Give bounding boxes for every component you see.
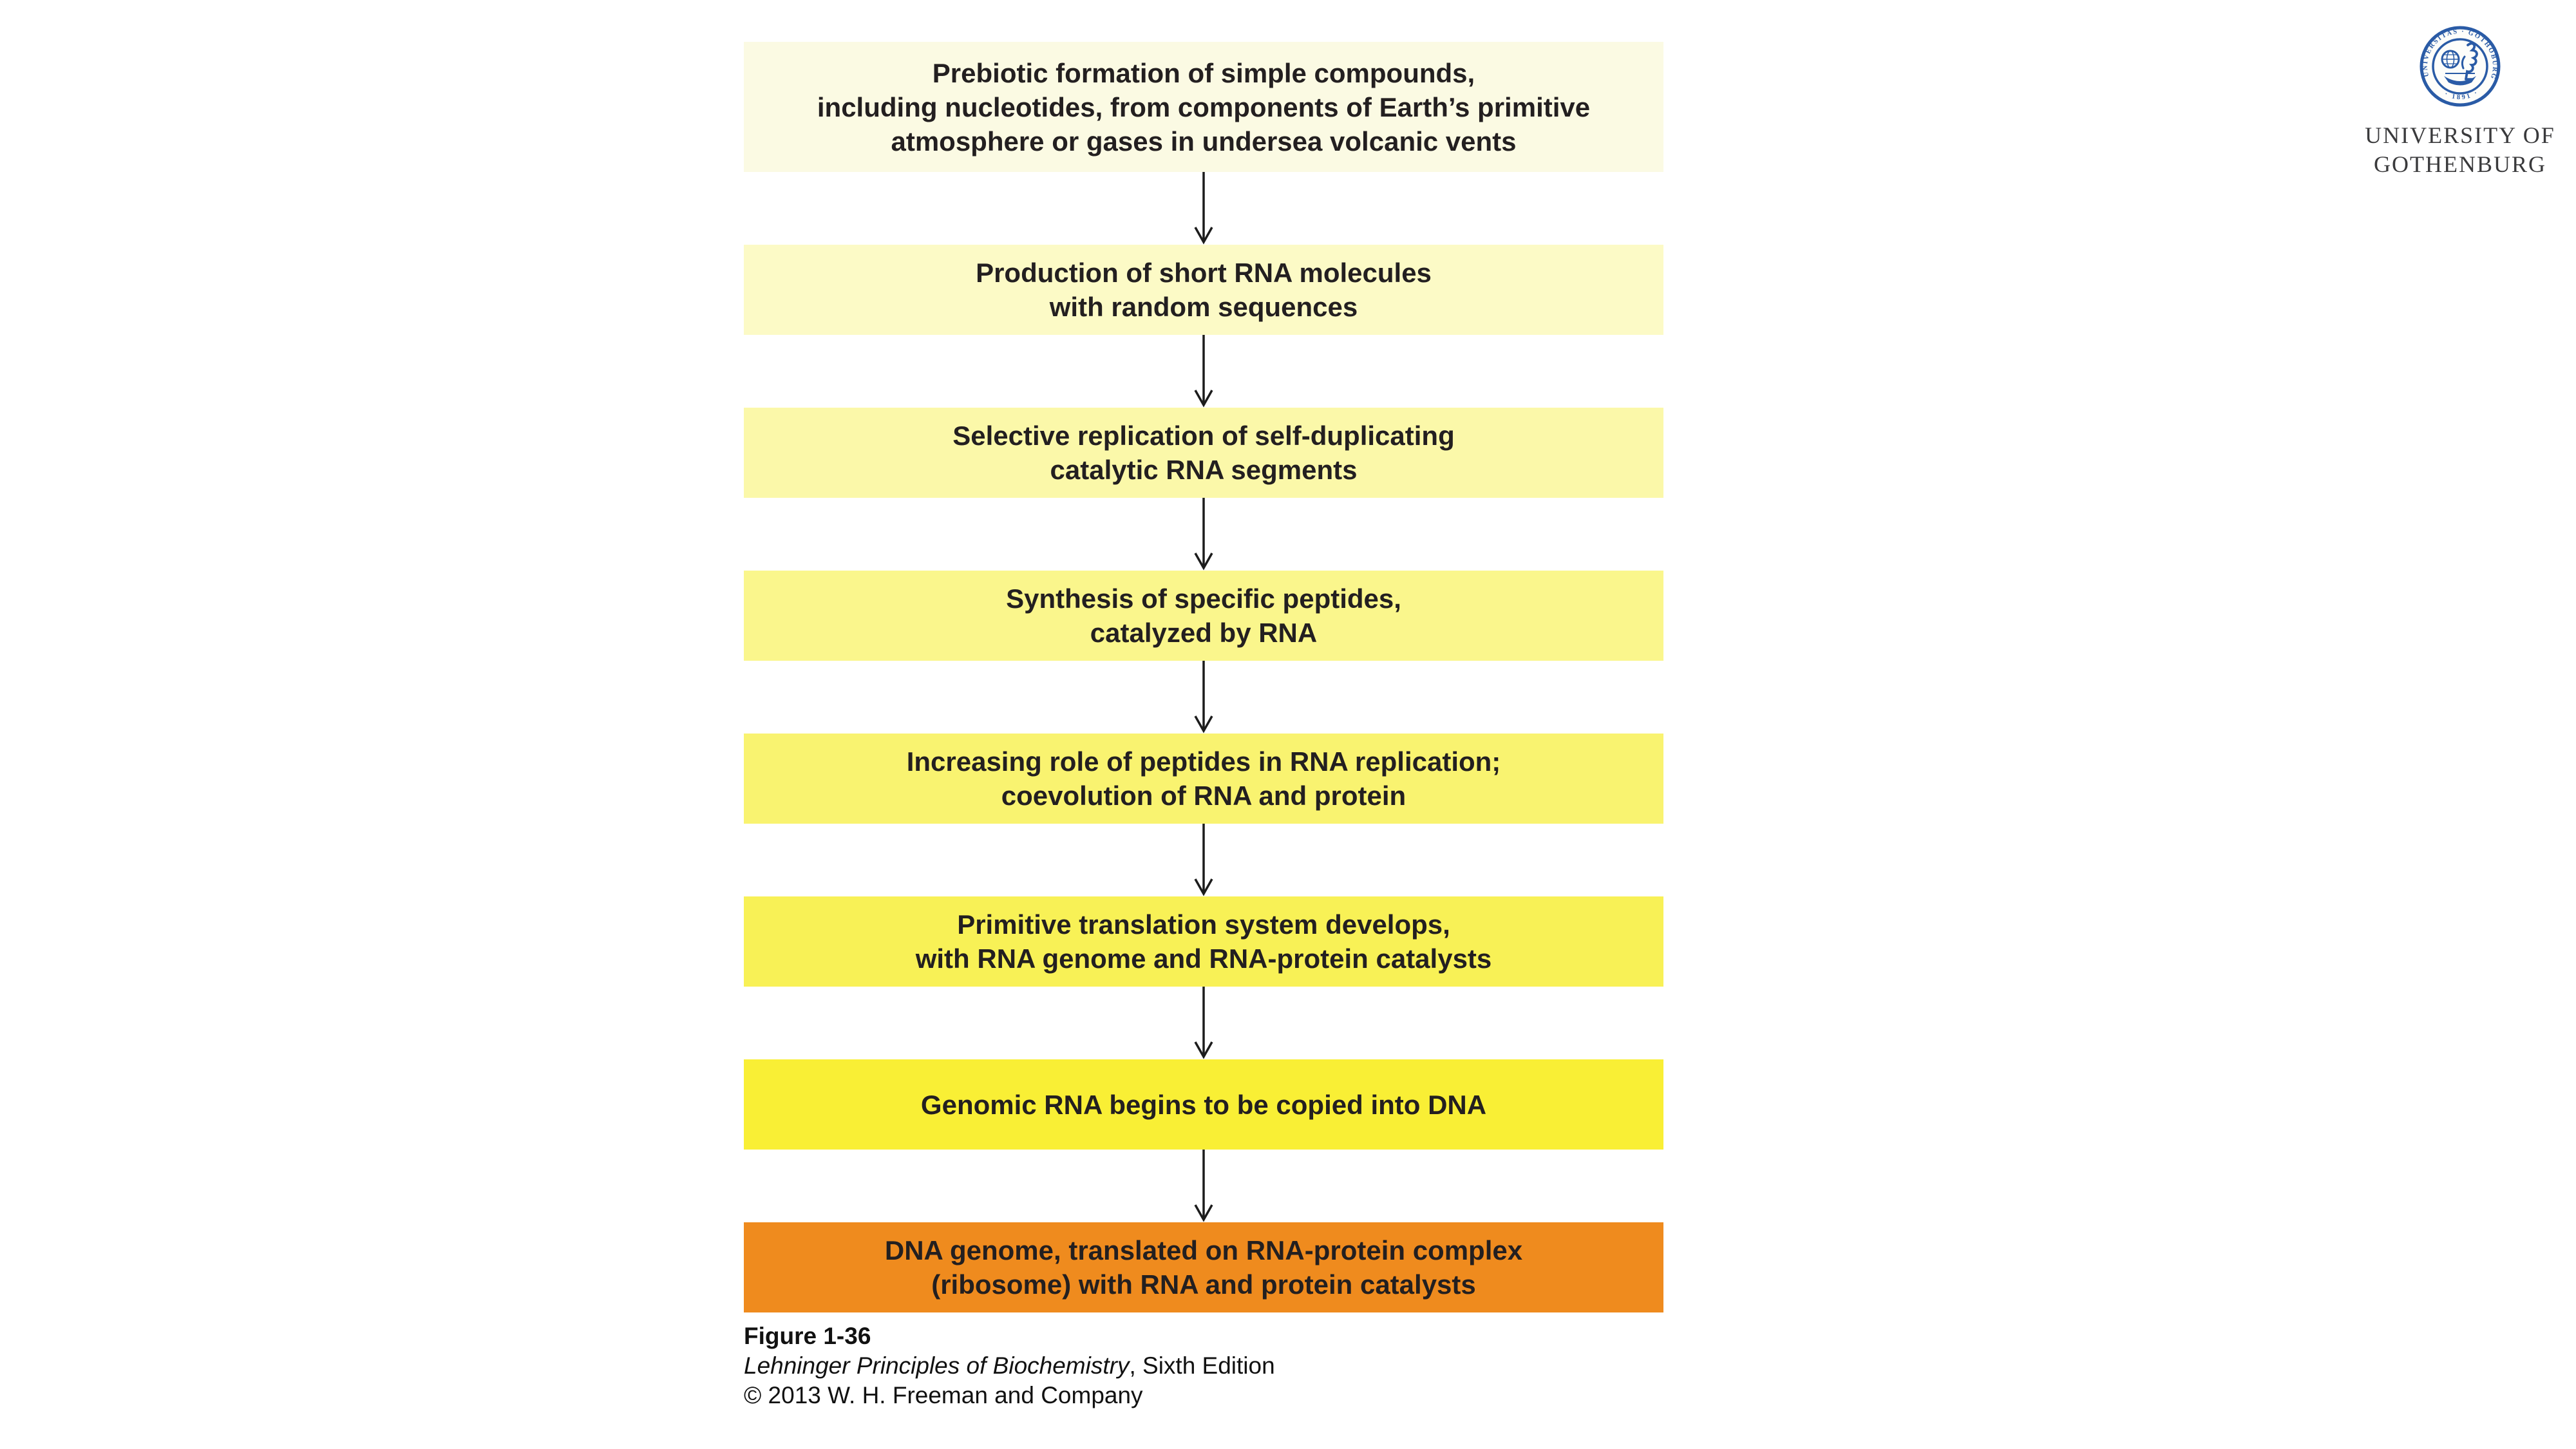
down-arrow-icon — [744, 335, 1663, 408]
flow-step-1: Prebiotic formation of simple compounds,… — [744, 42, 1663, 172]
university-logo: UNIVERSITAS · GOTHOBURGENSIS · 1891 · — [2344, 24, 2576, 179]
book-reference: Lehninger Principles of Biochemistry, Si… — [744, 1351, 1275, 1381]
university-seal-icon: UNIVERSITAS · GOTHOBURGENSIS · 1891 · — [2344, 24, 2576, 108]
flow-step-3: Selective replication of self-duplicatin… — [744, 408, 1663, 498]
flow-step-2: Production of short RNA molecules with r… — [744, 245, 1663, 335]
flow-step-6: Primitive translation system develops, w… — [744, 896, 1663, 987]
flow-step-7: Genomic RNA begins to be copied into DNA — [744, 1059, 1663, 1150]
copyright-line: © 2013 W. H. Freeman and Company — [744, 1382, 1143, 1408]
down-arrow-icon — [744, 172, 1663, 245]
university-name-line2: GOTHENBURG — [2374, 151, 2546, 177]
university-wordmark: UNIVERSITY OF GOTHENBURG — [2344, 121, 2576, 179]
down-arrow-icon — [744, 498, 1663, 571]
flowchart: Prebiotic formation of simple compounds,… — [744, 42, 1663, 1312]
down-arrow-icon — [744, 824, 1663, 896]
university-name-line1: UNIVERSITY OF — [2365, 122, 2555, 148]
down-arrow-icon — [744, 987, 1663, 1059]
book-title: Lehninger Principles of Biochemistry — [744, 1352, 1130, 1379]
down-arrow-icon — [744, 1150, 1663, 1222]
seal-emblem-icon — [2441, 42, 2478, 86]
figure-number: Figure 1-36 — [744, 1323, 871, 1349]
down-arrow-icon — [744, 661, 1663, 734]
figure-caption: Figure 1-36 Lehninger Principles of Bioc… — [744, 1321, 1275, 1410]
flow-step-4: Synthesis of specific peptides, catalyze… — [744, 571, 1663, 661]
flow-step-5: Increasing role of peptides in RNA repli… — [744, 734, 1663, 824]
book-edition: , Sixth Edition — [1129, 1352, 1275, 1379]
flow-step-8: DNA genome, translated on RNA-protein co… — [744, 1222, 1663, 1312]
